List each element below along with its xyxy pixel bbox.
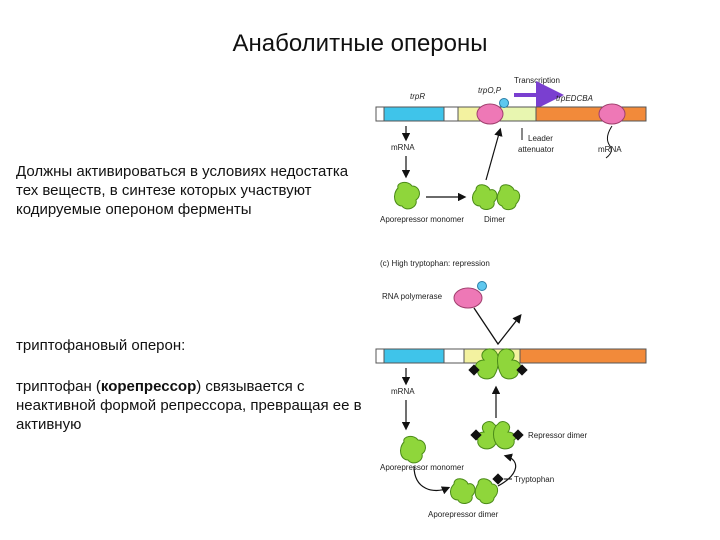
- tryptophan-icon: [468, 364, 480, 376]
- top-panel: Transcription trpR trpO,P trpEDCBA mRNA …: [375, 76, 647, 224]
- dimerization-arrow: [413, 465, 451, 495]
- aporepressor-dimer-icon: [472, 184, 498, 210]
- tryptophan-icon: [492, 473, 504, 485]
- corepressor-term: корепрессор: [100, 378, 197, 395]
- explanation-part: триптофан (: [16, 378, 101, 395]
- repressor-dimer-icon: [493, 421, 517, 450]
- explanation-part: ) связывается с неактивной формой репрес…: [16, 378, 362, 433]
- trp-operon-heading: триптофановый оперон:: [16, 337, 186, 354]
- dimer-binding-arrow: [485, 127, 503, 181]
- mRNA-right-label: mRNA: [598, 145, 622, 154]
- mRNA-squiggle: [605, 125, 613, 159]
- trpEDCBA-label: trpEDCBA: [556, 94, 593, 103]
- leader-label: Leader: [528, 134, 553, 143]
- trpR-label: trpR: [410, 92, 425, 101]
- rna-polymerase-label: RNA polymerase: [382, 292, 443, 301]
- high-tryptophan-caption: (c) High tryptophan: repression: [380, 259, 490, 268]
- rna-polymerase-icon: [598, 103, 626, 125]
- tryptophan-icon: [512, 429, 524, 441]
- trpOP-label: trpO,P: [478, 86, 502, 95]
- rna-polymerase-icon: [476, 103, 504, 125]
- trpR-gene: [383, 106, 445, 122]
- activation-arrow: [497, 453, 517, 487]
- sigma-factor-icon: [477, 281, 487, 291]
- tryptophan-icon: [470, 429, 482, 441]
- tryptophan-label: Tryptophan: [514, 475, 554, 484]
- dimer-label: Dimer: [484, 215, 506, 224]
- aporepressor-monomer-icon: [394, 181, 420, 210]
- mRNA-label: mRNA: [391, 143, 415, 152]
- transcription-label: Transcription: [514, 76, 560, 85]
- aporepressor-dimer-label: Aporepressor dimer: [428, 510, 499, 519]
- aporepressor-dimer-icon: [474, 478, 499, 505]
- aporepressor-monomer-icon: [400, 435, 426, 464]
- tryptophan-icon: [516, 364, 528, 376]
- description-paragraph: Должны активироваться в условиях недоста…: [16, 163, 349, 218]
- bottom-panel: (c) High tryptophan: repression RNA poly…: [375, 259, 647, 519]
- rna-polymerase-icon: [453, 287, 483, 309]
- aporepressor-dimer-icon: [496, 184, 521, 211]
- repressor-dimer-label: Repressor dimer: [528, 431, 587, 440]
- trp-operon-text: триптофановый оперон: триптофан (корепре…: [16, 336, 366, 434]
- aporepressor-dimer-icon: [450, 478, 476, 504]
- blocked-transcription-arrow: [473, 307, 522, 346]
- trp-structural-genes: [535, 106, 647, 122]
- attenuator-label: attenuator: [518, 145, 554, 154]
- aporepressor-monomer-label: Aporepressor monomer: [380, 463, 464, 472]
- description-text: Должны активироваться в условиях недоста…: [16, 162, 366, 219]
- trp-structural-genes: [519, 348, 647, 364]
- aporepressor-monomer-label: Aporepressor monomer: [380, 215, 464, 224]
- sigma-factor-icon: [499, 98, 509, 108]
- mRNA-label: mRNA: [391, 387, 415, 396]
- trpR-gene: [383, 348, 445, 364]
- page-title: Анаболитные опероны: [232, 30, 488, 57]
- trp-operon-explanation: триптофан (корепрессор) связывается с не…: [16, 377, 366, 434]
